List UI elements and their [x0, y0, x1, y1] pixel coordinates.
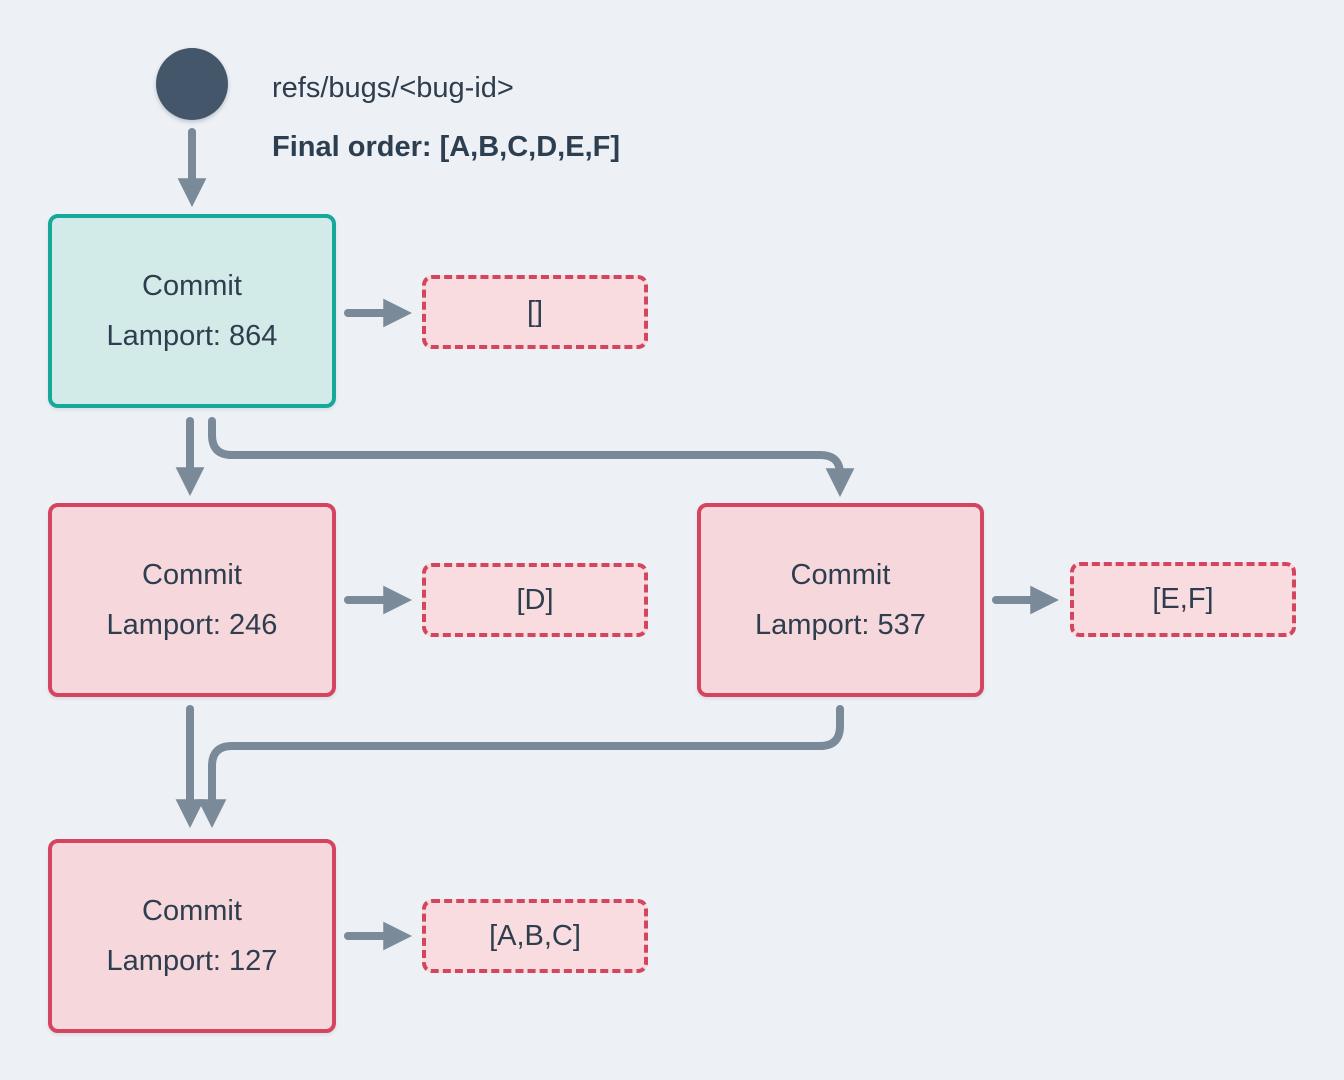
commit-lamport: Lamport: 537: [755, 608, 926, 641]
payload-text: [E,F]: [1152, 583, 1214, 615]
ref-label: refs/bugs/<bug-id>: [272, 72, 514, 104]
payload-box-empty: []: [422, 275, 648, 349]
payload-text: [D]: [516, 583, 554, 616]
edge-537-to-127: [197, 705, 844, 829]
payload-box-ef: [E,F]: [1070, 562, 1296, 637]
commit-title: Commit: [142, 558, 242, 591]
commit-node-537: Commit Lamport: 537: [697, 503, 984, 697]
commit-lamport: Lamport: 246: [106, 608, 278, 641]
commit-lamport: Lamport: 127: [106, 944, 278, 977]
commit-node-864: Commit Lamport: 864: [48, 214, 336, 408]
commit-title: Commit: [142, 269, 242, 302]
final-order-label: Final order: [A,B,C,D,E,F]: [272, 131, 620, 163]
commit-title: Commit: [142, 894, 242, 927]
payload-box-d: [D]: [422, 563, 648, 637]
commit-title: Commit: [790, 558, 891, 591]
edge-864-to-537: [208, 417, 855, 498]
ref-head-circle: [156, 48, 228, 120]
commit-lamport: Lamport: 864: [106, 319, 278, 352]
commit-node-127: Commit Lamport: 127: [48, 839, 336, 1033]
payload-text: [A,B,C]: [489, 919, 581, 952]
commit-node-246: Commit Lamport: 246: [48, 503, 336, 697]
payload-text: []: [526, 295, 544, 328]
payload-box-abc: [A,B,C]: [422, 899, 648, 973]
